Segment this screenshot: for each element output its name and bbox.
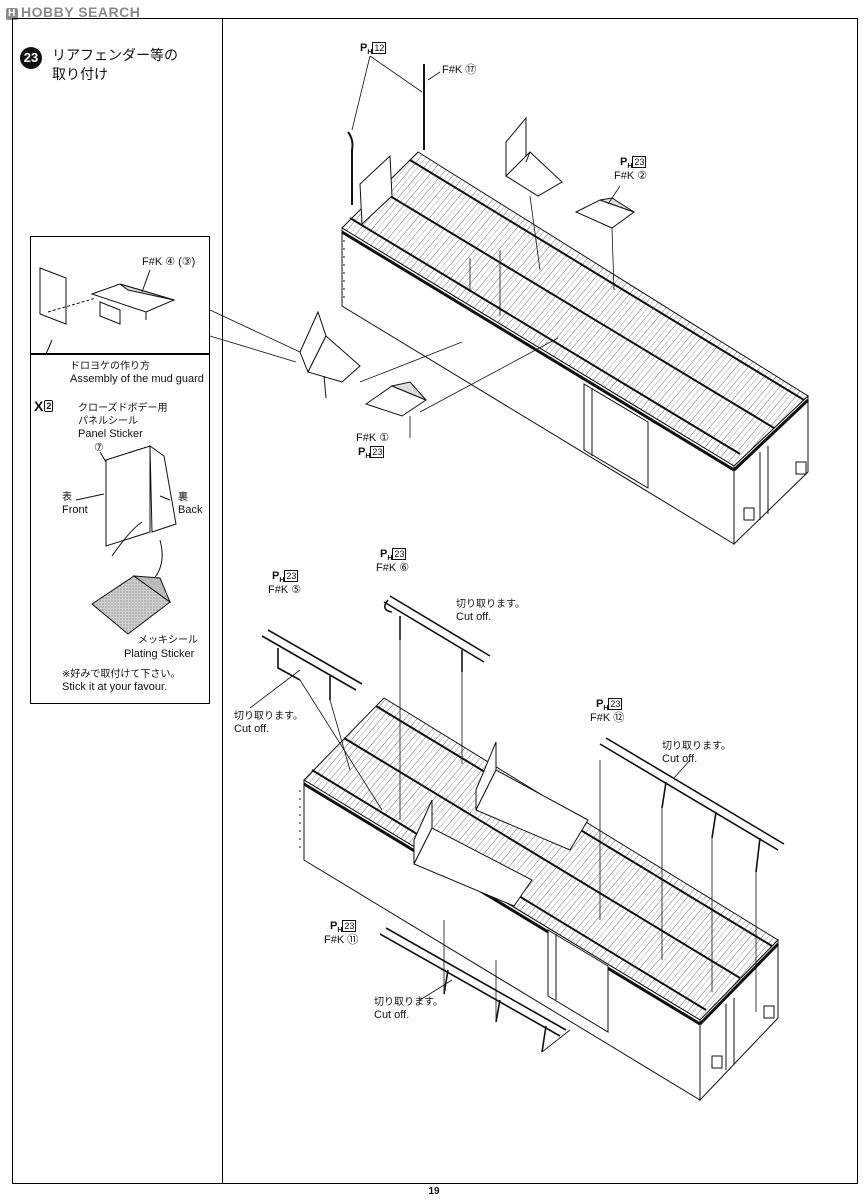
sticker-inset-drawing	[45, 339, 177, 635]
hobby-search-logo-icon: H	[6, 8, 18, 20]
note-en: Stick it at your favour.	[62, 681, 168, 693]
fk1-label: F#K ①	[356, 432, 390, 444]
step-number-badge: 23	[20, 47, 42, 69]
cut-off-4-en: Cut off.	[374, 1009, 410, 1021]
page-frame	[12, 18, 858, 1184]
cut-off-2-jp: 切り取ります。	[234, 711, 303, 722]
mudguard-inset-drawing	[39, 267, 176, 325]
step-title: リアフェンダー等の 取り付け	[52, 48, 178, 83]
mudguard-heading-jp: ドロヨケの作り方	[70, 361, 150, 372]
fk17-label: F#K ⑰	[442, 64, 477, 76]
front-jp: 表	[62, 492, 72, 503]
plating-en: Plating Sticker	[124, 648, 195, 660]
back-en: Back	[178, 504, 203, 516]
sticker-number: ⑦	[94, 442, 104, 454]
cut-off-4-jp: 切り取ります。	[374, 997, 443, 1008]
fk2-label: F#K ②	[614, 170, 648, 182]
column-divider	[222, 18, 223, 1184]
cut-off-1-jp: 切り取ります。	[456, 599, 525, 610]
fk5-label: F#K ⑤	[268, 584, 302, 596]
lower-body	[299, 697, 780, 1102]
sticker-jp1: クローズドボデー用	[78, 403, 168, 414]
cut-off-3-jp: 切り取ります。	[662, 741, 731, 752]
front-en: Front	[62, 504, 88, 516]
note-jp: ※好みで取付けて下さい。	[62, 669, 181, 680]
fk12-label: F#K ⑫	[590, 712, 625, 724]
plating-jp: メッキシール	[138, 635, 198, 646]
sticker-en: Panel Sticker	[78, 428, 143, 440]
fk6-label: F#K ⑥	[376, 562, 410, 574]
sticker-jp2: パネルシール	[78, 416, 138, 427]
fk11-label: F#K ⑪	[324, 934, 359, 946]
lower-rails	[261, 595, 785, 1053]
page-number: 19	[428, 1186, 440, 1197]
upper-parts	[299, 64, 636, 417]
cut-off-2-en: Cut off.	[234, 723, 270, 735]
mudguard-heading-en: Assembly of the mud guard	[70, 373, 204, 385]
inset-part-label: F#K ④ (③)	[142, 256, 196, 268]
upper-body	[341, 151, 810, 546]
back-jp: 裏	[178, 492, 188, 503]
cut-off-1-en: Cut off.	[456, 611, 492, 623]
cut-off-3-en: Cut off.	[662, 753, 698, 765]
